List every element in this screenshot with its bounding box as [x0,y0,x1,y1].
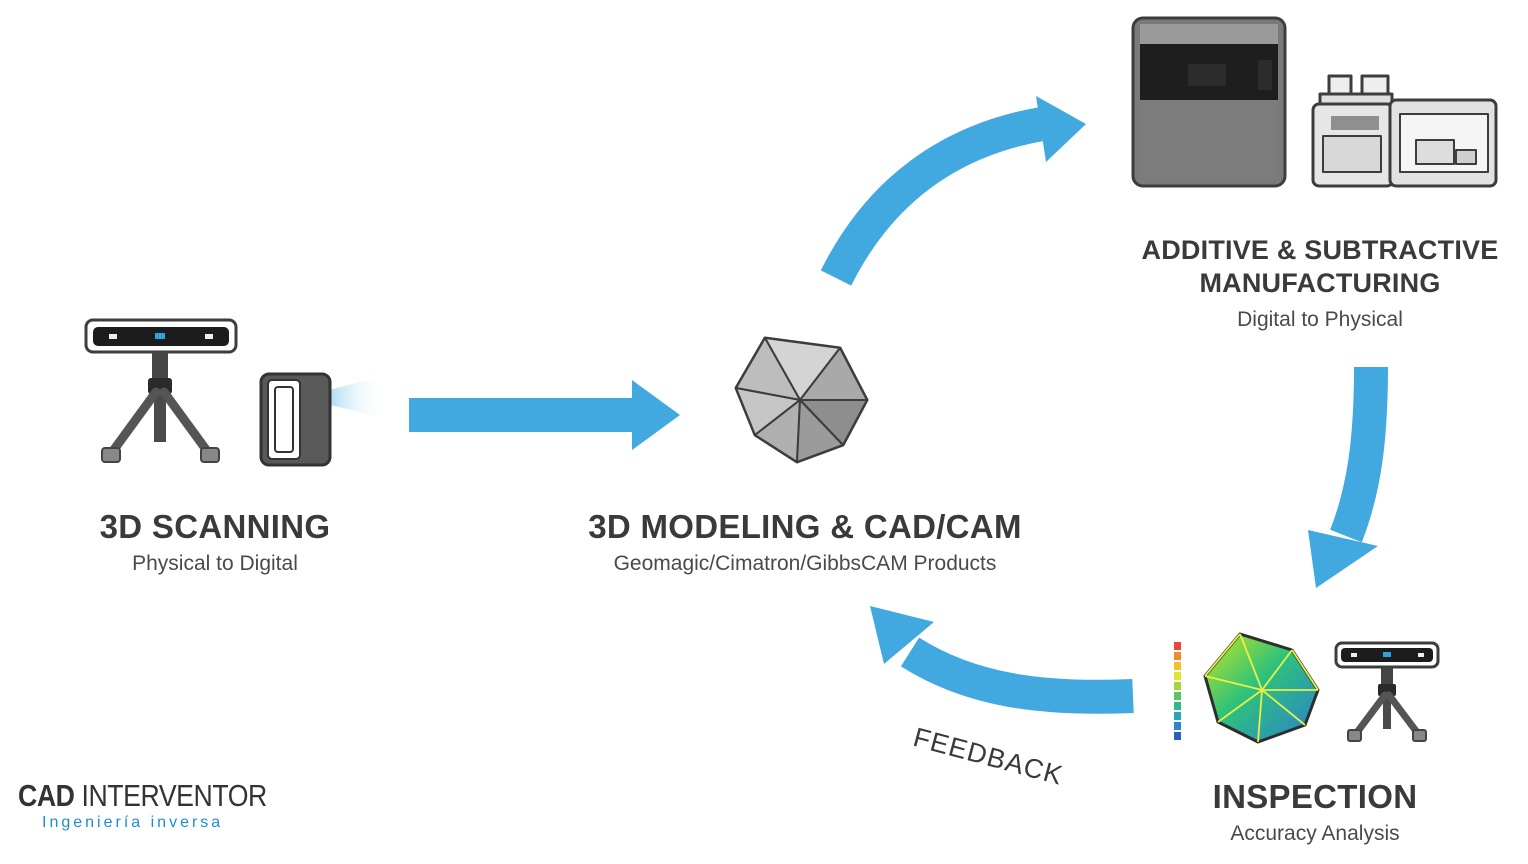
stage-3d-modeling: 3D MODELING & CAD/CAM Geomagic/Cimatron/… [545,510,1065,576]
3d-printer-icon [1131,16,1287,188]
arrow-manufacturing-to-inspection [1308,366,1388,588]
logo-bold: CAD [18,778,75,813]
stage-3d-scanning: 3D SCANNING Physical to Digital [60,510,370,576]
tripod-scanner-icon [84,318,238,463]
stage-subtitle: Geomagic/Cimatron/GibbsCAM Products [613,552,997,575]
arrow-model-to-manufacturing [820,96,1086,286]
stage-inspection: INSPECTION Accuracy Analysis [1160,780,1470,846]
logo-light: INTERVENTOR [81,778,267,813]
stage-subtitle: Physical to Digital [132,552,298,575]
inspection-tripod-scanner-icon [1334,641,1440,742]
stage-manufacturing: ADDITIVE & SUBTRACTIVE MANUFACTURING Dig… [1120,234,1520,332]
stage-title-line1: ADDITIVE & SUBTRACTIVE [1141,235,1499,265]
stage-subtitle: Digital to Physical [1237,308,1403,331]
arrow-scan-to-model [409,380,680,450]
color-map-polyhedron-icon [1203,632,1320,744]
logo-tagline: Ingeniería inversa [42,814,224,831]
color-deviation-scale-icon [1174,642,1181,740]
cnc-machine-icon [1311,74,1498,188]
company-logo: CAD INTERVENTOR Ingeniería inversa [18,778,307,832]
stage-title: 3D MODELING & CAD/CAM [588,508,1022,545]
stage-title: 3D SCANNING [99,508,331,545]
arrow-feedback [870,606,1134,714]
handheld-scanner-icon [259,372,385,467]
polyhedron-model-icon [734,336,869,464]
logo-wordmark: CAD INTERVENTOR [18,778,267,814]
stage-title-line2: MANUFACTURING [1199,268,1441,298]
stage-title: INSPECTION [1212,778,1418,815]
stage-subtitle: Accuracy Analysis [1230,822,1400,845]
